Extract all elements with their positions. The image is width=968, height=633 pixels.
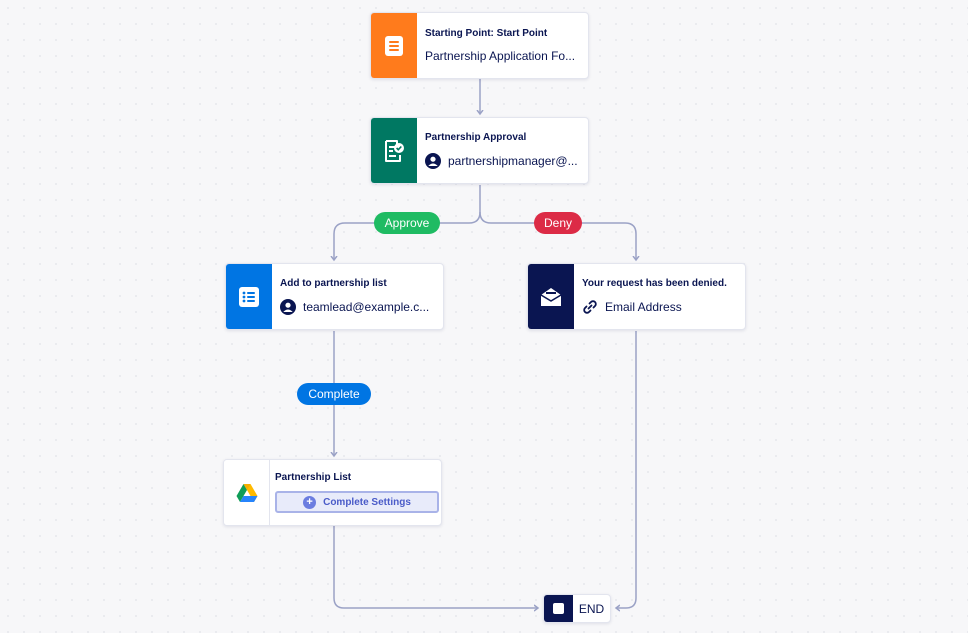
end-node-label: END	[578, 601, 605, 616]
approval-document-icon	[385, 139, 404, 162]
task-node-icon-box	[226, 264, 272, 329]
start-node-subtitle: Partnership Application Fo...	[425, 49, 576, 63]
complete-settings-label: Complete Settings	[323, 496, 411, 508]
user-icon	[280, 299, 296, 315]
google-drive-icon	[236, 484, 257, 502]
end-node[interactable]: END	[543, 594, 611, 623]
deny-branch-label[interactable]: Deny	[534, 212, 582, 234]
user-icon	[425, 153, 441, 169]
email-node-recipient: Email Address	[605, 300, 682, 314]
email-envelope-icon	[540, 287, 562, 306]
approval-node-assignee: partnershipmanager@...	[448, 154, 578, 168]
stop-icon	[544, 595, 573, 622]
task-list-icon	[239, 286, 259, 307]
task-node-assignee: teamlead@example.c...	[303, 300, 430, 314]
start-node-icon-box	[371, 13, 417, 78]
integration-node-icon-box	[224, 460, 270, 525]
approval-node[interactable]: Partnership Approval partnershipmanager@…	[370, 117, 589, 184]
approve-branch-label[interactable]: Approve	[374, 212, 440, 234]
approval-node-title: Partnership Approval	[425, 132, 527, 143]
email-node-icon-box	[528, 264, 574, 329]
task-node-title: Add to partnership list	[280, 278, 387, 289]
complete-branch-label[interactable]: Complete	[297, 383, 371, 405]
link-icon	[582, 299, 598, 315]
integration-node[interactable]: Partnership List + Complete Settings	[223, 459, 442, 526]
email-node-title: Your request has been denied.	[582, 278, 727, 289]
plus-icon: +	[303, 495, 317, 509]
start-node-title: Starting Point: Start Point	[425, 28, 548, 39]
form-icon	[385, 35, 403, 56]
email-node[interactable]: Your request has been denied. Email Addr…	[527, 263, 746, 330]
approval-node-icon-box	[371, 118, 417, 183]
start-node[interactable]: Starting Point: Start Point Partnership …	[370, 12, 589, 79]
integration-node-title: Partnership List	[275, 472, 352, 483]
task-node[interactable]: Add to partnership list teamlead@example…	[225, 263, 444, 330]
complete-settings-button[interactable]: + Complete Settings	[275, 491, 439, 513]
